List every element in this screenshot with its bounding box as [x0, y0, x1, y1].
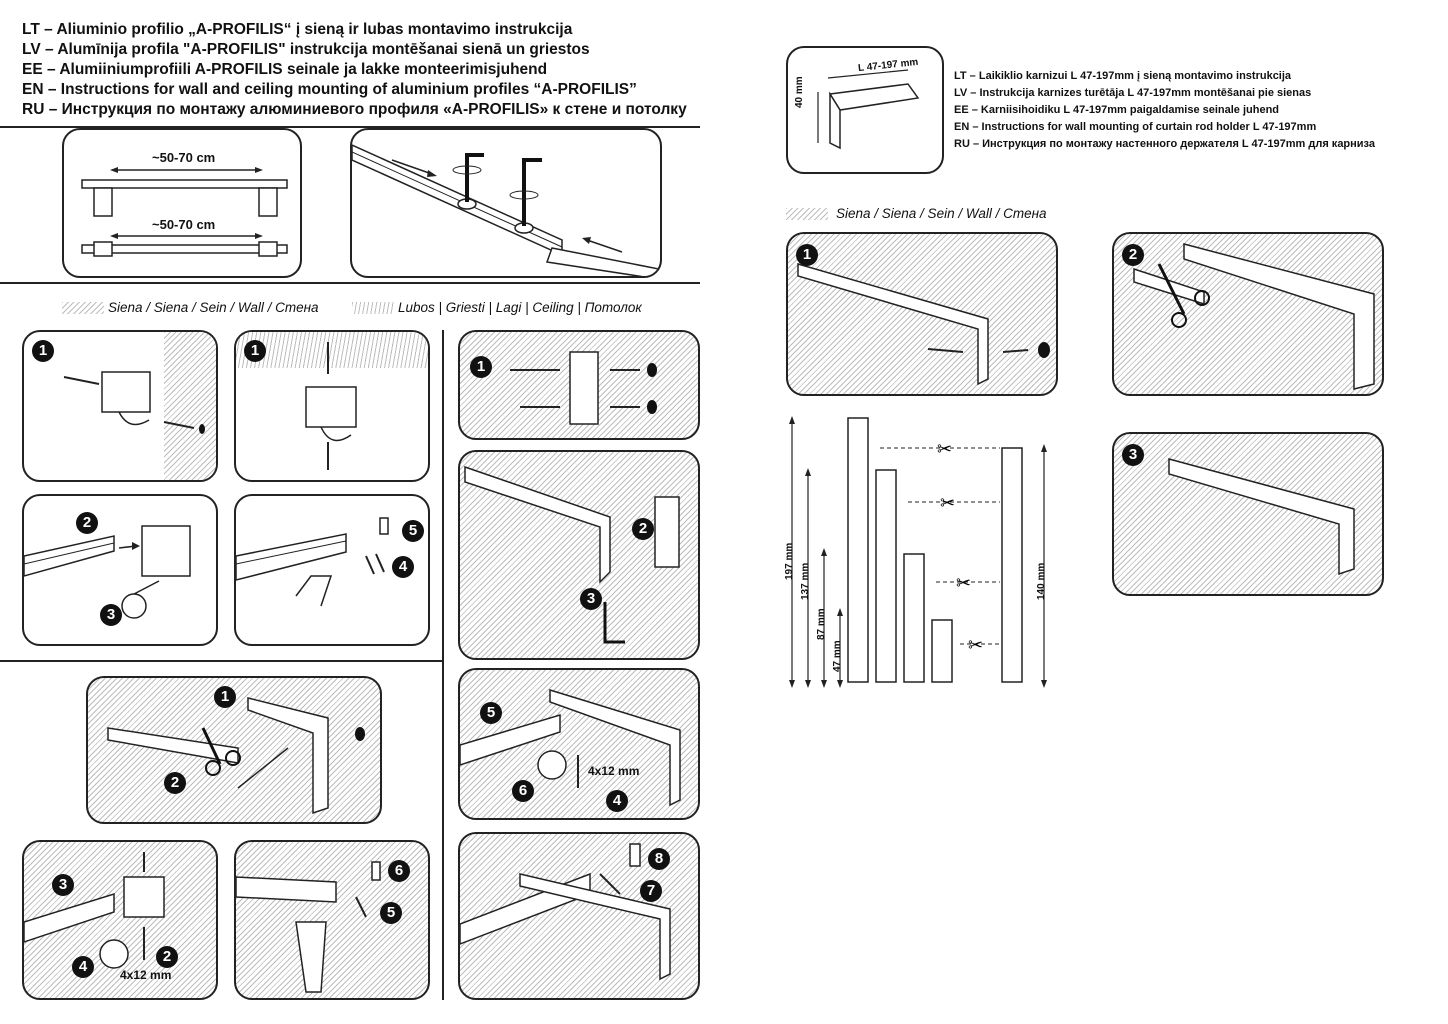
step-badge: 5	[480, 702, 502, 724]
holder-title-ee: EE – Karniisihoidiku L 47-197mm paigalda…	[954, 104, 1280, 116]
ceiling-legend-swatch	[352, 302, 394, 314]
title-lv: LV – Alumīnija profila "A-PROFILIS" inst…	[22, 41, 590, 58]
holder-length-diagram: ✂ ✂ ✂ ✂	[789, 416, 1047, 688]
step-badge: 3	[580, 588, 602, 610]
holder-final-panel: 3	[1112, 432, 1384, 596]
holder-title-ru: RU – Инструкция по монтажу настенного де…	[954, 138, 1375, 150]
holder-plate-panel: 1	[458, 330, 700, 440]
dim-87: 87 mm	[816, 608, 827, 640]
wall-mount-step-1: 1	[22, 330, 218, 482]
holder-title-en: EN – Instructions for wall mounting of c…	[954, 121, 1317, 133]
screw-size-label: 4x12 mm	[120, 968, 172, 982]
wall-surface	[164, 332, 216, 480]
end-cap-bracket-illustration	[460, 843, 671, 981]
step-badge: 2	[164, 772, 186, 794]
section-divider	[0, 282, 700, 284]
step-badge: 6	[512, 780, 534, 802]
joining-illustration	[352, 144, 660, 276]
step-badge: 7	[640, 880, 662, 902]
dim-137: 137 mm	[800, 562, 811, 600]
holder-wall-legend: Siena / Siena / Sein / Wall / Стена	[836, 206, 1047, 221]
holder-preview-illustration	[817, 69, 920, 150]
wall-legend: Siena / Siena / Sein / Wall / Стена	[108, 300, 319, 315]
bracket-cut-illustration	[107, 697, 365, 815]
holder-step-1-illustration	[797, 263, 1050, 386]
step-badge: 5	[380, 902, 402, 924]
step-badge: 3	[52, 874, 74, 896]
title-en: EN – Instructions for wall and ceiling m…	[22, 81, 637, 98]
dim-197: 197 mm	[784, 542, 795, 580]
joining-panel	[350, 128, 662, 278]
spacing-panel: ~50-70 cm ~50-70 cm	[62, 128, 302, 278]
holder-cut-illustration	[1133, 243, 1375, 390]
end-cap-bracket-panel: 8 7	[458, 832, 700, 1000]
step-badge: 1	[32, 340, 54, 362]
title-lt: LT – Aliuminio profilio „A-PROFILIS“ į s…	[22, 21, 573, 38]
spacing-label-top: ~50-70 cm	[152, 150, 216, 165]
step-badge: 5	[402, 520, 424, 542]
profile-end-cap-illustration	[236, 861, 381, 993]
step-badge: 3	[100, 604, 122, 626]
step-badge: 1	[470, 356, 492, 378]
profile-mount-panel: 3 4 2 4x12 mm	[22, 840, 218, 1000]
scissors-icon: ✂	[956, 573, 971, 593]
holder-height-label: 40 mm	[794, 76, 805, 108]
step-badge: 2	[76, 512, 98, 534]
scissors-icon: ✂	[937, 439, 952, 459]
profile-insert-panel: 2 3	[22, 494, 218, 646]
holder-plate-illustration	[510, 351, 657, 425]
bracket-illustration	[464, 465, 680, 644]
profile-clip-illustration	[460, 688, 681, 807]
title-ru: RU – Инструкция по монтажу алюминиевого …	[22, 101, 687, 118]
holder-preview-panel: L 47-197 mm 40 mm	[786, 46, 944, 174]
step-badge: 4	[606, 790, 628, 812]
holder-final-illustration	[1168, 458, 1355, 576]
profile-end-cap-panel: 6 5	[234, 840, 430, 1000]
end-cap-panel: 5 4	[234, 494, 430, 646]
profile-insert-illustration	[24, 525, 191, 619]
column-divider	[442, 330, 444, 1000]
scissors-icon: ✂	[940, 493, 955, 513]
row-divider	[0, 660, 442, 662]
dim-140: 140 mm	[1036, 562, 1047, 600]
holder-title-lt: LT – Laikiklio karnizui L 47-197mm į sie…	[954, 70, 1292, 82]
step-badge: 4	[392, 556, 414, 578]
dim-47: 47 mm	[832, 640, 843, 672]
step-badge: 4	[72, 956, 94, 978]
bracket-cut-panel: 1 2	[86, 676, 382, 824]
profile-mount-illustration	[24, 852, 165, 969]
spacing-illustration	[81, 167, 288, 257]
top-divider	[0, 126, 700, 128]
holder-title-lv: LV – Instrukcija karnizes turētāja L 47-…	[954, 87, 1312, 99]
ceiling-legend: Lubos | Griesti | Lagi | Ceiling | Потол…	[398, 300, 642, 315]
clip-wall-illustration	[63, 371, 205, 434]
step-badge: 6	[388, 860, 410, 882]
holder-cut-panel: 2	[1112, 232, 1384, 396]
step-badge: 8	[648, 848, 670, 870]
ceiling-surface	[236, 332, 428, 368]
step-badge: 2	[1122, 244, 1144, 266]
screw-size-label: 4x12 mm	[588, 764, 640, 778]
step-badge: 1	[214, 686, 236, 708]
clip-ceiling-illustration	[305, 342, 357, 470]
end-cap-illustration	[236, 517, 389, 607]
step-badge: 2	[632, 518, 654, 540]
scissors-icon: ✂	[968, 635, 983, 655]
ceiling-mount-step-1: 1	[234, 330, 430, 482]
holder-wall-legend-swatch	[786, 208, 828, 220]
step-badge: 2	[156, 946, 178, 968]
title-ee: EE – Alumiiniumprofiili A-PROFILIS seina…	[22, 61, 548, 78]
step-badge: 1	[796, 244, 818, 266]
step-badge: 1	[244, 340, 266, 362]
step-badge: 3	[1122, 444, 1144, 466]
wall-legend-swatch	[62, 302, 104, 314]
bracket-mount-panel: 2 3	[458, 450, 700, 660]
profile-clip-panel: 5 6 4 4x12 mm	[458, 668, 700, 820]
holder-step-1-panel: 1	[786, 232, 1058, 396]
spacing-label-bottom: ~50-70 cm	[152, 217, 216, 232]
